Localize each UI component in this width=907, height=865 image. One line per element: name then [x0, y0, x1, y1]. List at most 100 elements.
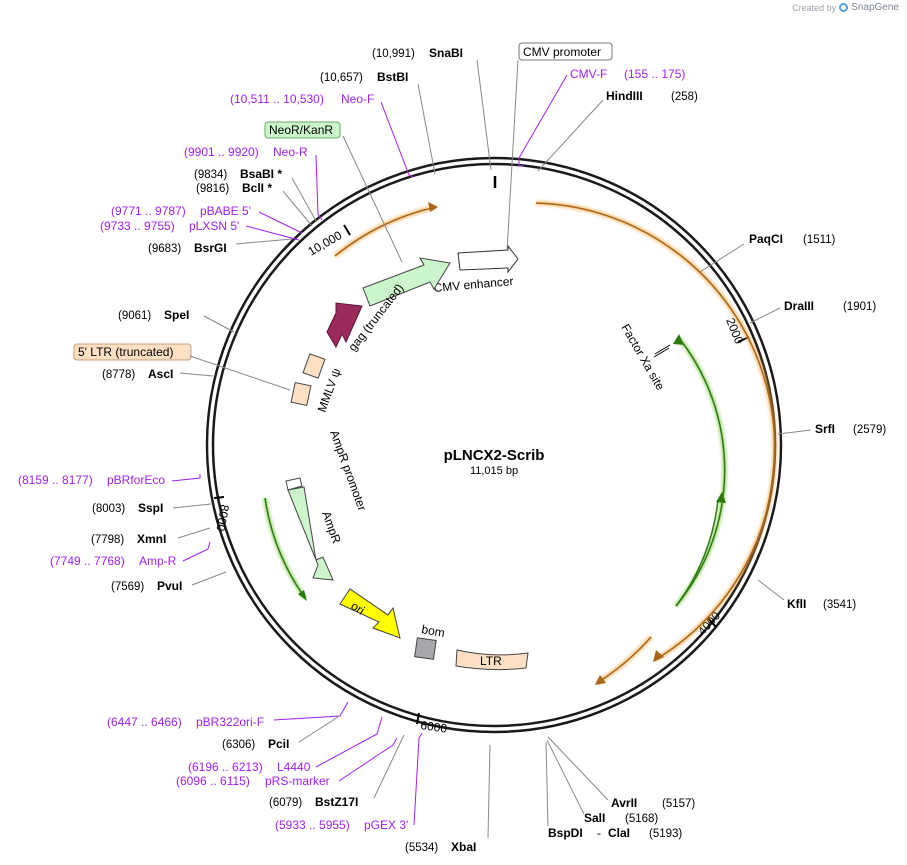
- ampr-label: AmpR: [319, 509, 344, 545]
- orf-arc-green-right: [675, 337, 726, 607]
- bspdi-name[interactable]: BspDI: [548, 826, 583, 840]
- cmv-enhancer-arrow[interactable]: [457, 244, 519, 274]
- pbabe5-name[interactable]: pBABE 5': [200, 204, 251, 218]
- cmvf-lead: [518, 74, 568, 167]
- cmv-promoter-lead: [506, 59, 519, 252]
- bstbi-position: (10,657): [320, 72, 363, 84]
- hindiii-position: (258): [671, 91, 698, 103]
- srfi-position: (2579): [853, 424, 886, 436]
- ori-arrow[interactable]: [339, 588, 401, 639]
- xmni-lead: [177, 527, 211, 539]
- clai-name[interactable]: ClaI: [608, 826, 630, 840]
- neor-name[interactable]: Neo-R: [273, 145, 308, 159]
- pcii-position: (6306): [222, 739, 255, 751]
- cmv-promoter-box[interactable]: [518, 42, 613, 61]
- pvui-position: (7569): [111, 581, 144, 593]
- paqci-name[interactable]: PaqCI: [749, 232, 783, 246]
- bcli-position: (9816): [196, 183, 229, 195]
- bstbi-lead: [417, 83, 436, 175]
- ltr5-truncated-lead: [189, 355, 291, 391]
- pcii-name[interactable]: PciI: [268, 737, 289, 751]
- pgex3-name[interactable]: pGEX 3': [364, 818, 408, 832]
- draiii-lead: [749, 307, 781, 324]
- ltr-label: LTR: [480, 654, 502, 668]
- mmlv-psi-block-2[interactable]: [290, 381, 312, 407]
- ltr5-truncated-box[interactable]: [73, 343, 192, 361]
- xbai-lead: [487, 744, 491, 839]
- bsabi-position: (9834): [194, 169, 227, 181]
- plxsn5-name[interactable]: pLXSN 5': [189, 219, 239, 233]
- neor-kanr-box[interactable]: [264, 121, 341, 139]
- draiii-name[interactable]: DraIII: [784, 299, 814, 313]
- l4440-name[interactable]: L4440: [277, 760, 311, 774]
- bsabi-lead: [291, 177, 317, 222]
- hindiii-name[interactable]: HindIII: [606, 89, 643, 103]
- kfli-lead: [757, 579, 785, 601]
- watermark-prefix: Created by: [792, 2, 837, 13]
- orf-arrowhead-bottom-right: [595, 675, 606, 685]
- pbr322ori-range: (6447 .. 6466): [107, 715, 182, 729]
- bom-block[interactable]: [414, 637, 437, 660]
- ltr-block[interactable]: [455, 649, 529, 671]
- ori-label: ori: [348, 599, 367, 618]
- spei-position: (9061): [118, 310, 151, 322]
- backbone-outer-circle: [205, 156, 783, 734]
- snapgene-watermark: Created by SnapGene: [792, 2, 899, 13]
- bcli-name[interactable]: BclI *: [242, 181, 272, 195]
- primer-lead-lines: [171, 74, 568, 826]
- tick-8000-mark: [213, 496, 225, 499]
- sspi-lead: [172, 503, 212, 509]
- snabi-name[interactable]: SnaBI: [429, 46, 463, 60]
- plasmid-size: 11,015 bp: [470, 465, 518, 477]
- cmv-enhancer-label: CMV enhancer: [433, 274, 514, 295]
- pbr322ori-name[interactable]: pBR322ori-F: [196, 715, 264, 729]
- spei-name[interactable]: SpeI: [164, 308, 189, 322]
- xbai-position: (5534): [405, 842, 438, 854]
- pvui-lead: [191, 571, 227, 586]
- pbabe5-lead: [258, 211, 303, 234]
- plxsn5-range: (9733 .. 9755): [100, 219, 175, 233]
- bstz17i-name[interactable]: BstZ17I: [315, 795, 358, 809]
- xmni-position: (7798): [91, 534, 124, 546]
- pbrforeco-range: (8159 .. 8177): [18, 473, 93, 487]
- mmlv-psi-block-1[interactable]: [302, 353, 326, 379]
- sali-position: (5168): [625, 813, 658, 825]
- avrii-name[interactable]: AvrII: [611, 796, 637, 810]
- tick-6000-mark: [416, 712, 420, 725]
- l4440-range: (6196 .. 6213): [188, 760, 263, 774]
- asci-name[interactable]: AscI: [148, 367, 173, 381]
- xmni-name[interactable]: XmnI: [137, 532, 166, 546]
- gag-maroon-arrow[interactable]: [326, 302, 363, 349]
- ampr-primer-name[interactable]: Amp-R: [139, 554, 177, 568]
- cmvf-name[interactable]: CMV-F: [570, 67, 607, 81]
- plxsn5-lead: [245, 225, 300, 241]
- pbr322ori-lead: [273, 701, 349, 721]
- ampr-promoter-arrow[interactable]: [285, 477, 303, 491]
- asci-position: (8778): [102, 369, 135, 381]
- bstbi-name[interactable]: BstBI: [377, 70, 408, 84]
- kfli-name[interactable]: KflI: [787, 597, 806, 611]
- orf-arc-top-left: [334, 206, 437, 257]
- bsrgi-name[interactable]: BsrGI: [194, 241, 227, 255]
- prsmarker-lead: [338, 737, 398, 782]
- ampr-arrow[interactable]: [287, 486, 334, 581]
- xbai-name[interactable]: XbaI: [451, 840, 476, 854]
- orf-glow-bottom-right: [595, 635, 653, 686]
- sspi-name[interactable]: SspI: [138, 501, 163, 515]
- bstz17i-lead: [373, 734, 405, 799]
- sali-name[interactable]: SalI: [584, 811, 605, 825]
- prsmarker-name[interactable]: pRS-marker: [265, 774, 330, 788]
- sali-lead: [546, 739, 585, 815]
- gag-truncated-arrow[interactable]: [362, 257, 451, 307]
- pbrforeco-lead: [171, 474, 201, 482]
- pbrforeco-name[interactable]: pBRforEco: [107, 473, 165, 487]
- tick-10000-mark: [343, 224, 351, 236]
- pvui-name[interactable]: PvuI: [157, 579, 182, 593]
- bcli-lead: [282, 190, 313, 227]
- snapgene-logo-icon: [839, 3, 849, 12]
- ampr-primer-lead: [182, 541, 211, 562]
- neof-name[interactable]: Neo-F: [341, 92, 374, 106]
- hindiii-lead: [537, 99, 604, 172]
- bsabi-name[interactable]: BsaBI *: [240, 167, 282, 181]
- srfi-name[interactable]: SrfI: [815, 422, 835, 436]
